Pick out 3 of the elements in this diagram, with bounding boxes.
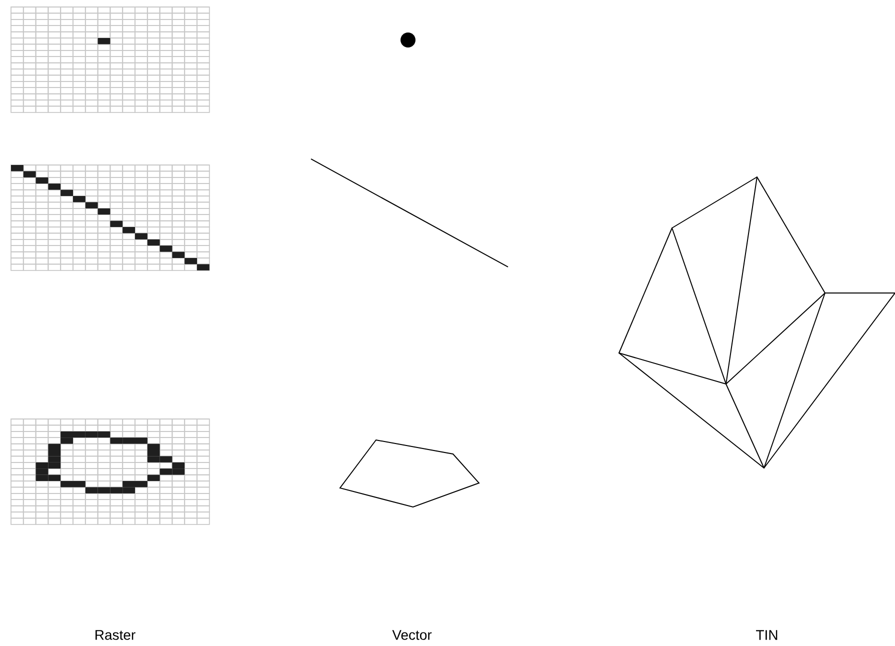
caption-text: TIN bbox=[756, 630, 778, 640]
caption-text: Vector bbox=[392, 630, 432, 640]
caption-text: Raster bbox=[96, 630, 136, 640]
